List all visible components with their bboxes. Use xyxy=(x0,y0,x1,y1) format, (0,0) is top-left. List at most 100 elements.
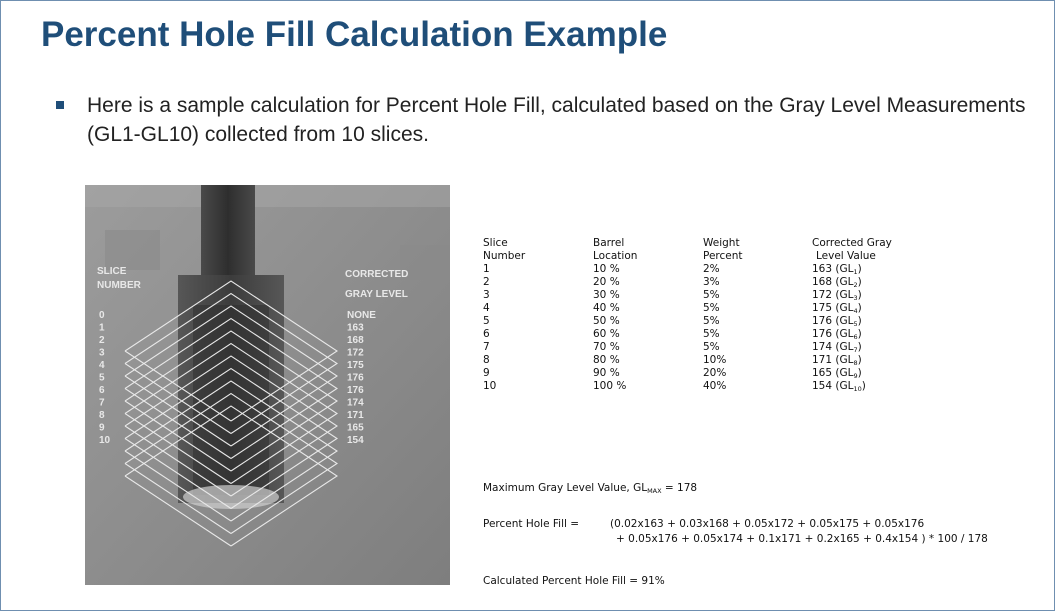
cell-weight: 3% xyxy=(703,276,720,288)
cell-slice: 9 xyxy=(483,367,490,379)
slice-chevron-edge xyxy=(124,450,232,522)
cell-weight: 10% xyxy=(703,354,727,366)
max-gl-sub: MAX xyxy=(647,487,662,495)
slice-chevron-edge xyxy=(124,475,232,547)
cell-gray-value: 175 (GL4) xyxy=(812,302,862,315)
slice-number: 10 xyxy=(99,435,111,446)
cell-gray-value: 165 (GL9) xyxy=(812,367,862,380)
slice-chevron-edge xyxy=(124,400,232,472)
slide-title: Percent Hole Fill Calculation Example xyxy=(41,15,668,54)
slice-chevron xyxy=(124,280,338,422)
slice-chevron xyxy=(124,405,338,547)
gray-level-value: 171 xyxy=(347,410,364,421)
header-barrel: Barrel xyxy=(593,237,625,249)
slice-number: 3 xyxy=(99,348,105,359)
header-weight: Weight xyxy=(703,237,740,249)
cell-gray-value: 176 (GL5) xyxy=(812,315,862,328)
max-gl-value: = 178 xyxy=(661,482,698,494)
slice-chevron-edge xyxy=(124,350,232,422)
slice-chevron-edge xyxy=(124,388,232,459)
slice-number: 0 xyxy=(99,310,105,321)
top-band xyxy=(85,185,450,207)
slice-chevron xyxy=(124,305,338,447)
cell-location: 100 % xyxy=(593,380,627,392)
slice-chevron xyxy=(124,330,338,472)
slice-chevron xyxy=(124,367,338,509)
cell-slice: 6 xyxy=(483,328,490,340)
header-percent: Percent xyxy=(703,250,743,262)
gray-level-value: 172 xyxy=(347,348,364,359)
header-slice: Slice xyxy=(483,237,508,249)
gray-level-value: 175 xyxy=(347,360,364,371)
pad-shadow xyxy=(105,230,160,270)
cell-slice: 4 xyxy=(483,302,490,314)
cell-gray-value: 174 (GL7) xyxy=(812,341,862,354)
slice-chevron-edge xyxy=(124,463,232,534)
slice-chevron-edge xyxy=(124,413,232,484)
max-gray-level: Maximum Gray Level Value, GLMAX = 178 xyxy=(483,482,698,495)
gray-level-value: 165 xyxy=(347,423,364,434)
xray-svg: SLICE NUMBER CORRECTED GRAY LEVEL 012345… xyxy=(85,185,450,585)
slice-chevron xyxy=(124,380,338,522)
cell-gray-value: 172 (GL3) xyxy=(812,289,862,302)
cell-location: 50 % xyxy=(593,315,620,327)
cell-location: 80 % xyxy=(593,354,620,366)
cell-slice: 8 xyxy=(483,354,490,366)
slice-chevron xyxy=(124,317,338,459)
slice-chevron-edge xyxy=(124,438,232,509)
cell-weight: 5% xyxy=(703,289,720,301)
bullet-text: Here is a sample calculation for Percent… xyxy=(87,94,1026,146)
gray-level-value: 168 xyxy=(347,335,364,346)
cell-gray-value: 168 (GL2) xyxy=(812,276,862,289)
slice-chevrons xyxy=(124,280,338,547)
slice-number: 4 xyxy=(99,360,105,371)
formula-label: Percent Hole Fill = xyxy=(483,518,580,530)
slice-label-2: NUMBER xyxy=(97,280,142,291)
cell-weight: 20% xyxy=(703,367,727,379)
slice-chevron-edge xyxy=(124,363,232,434)
via-bottom xyxy=(183,485,279,509)
slice-number: 6 xyxy=(99,385,105,396)
header-number: Number xyxy=(483,250,526,262)
slice-chevron xyxy=(124,342,338,484)
cell-slice: 5 xyxy=(483,315,490,327)
cell-location: 90 % xyxy=(593,367,620,379)
gray-level-value: 154 xyxy=(347,435,364,446)
slice-label-1: SLICE xyxy=(97,266,127,277)
cell-weight: 40% xyxy=(703,380,727,392)
bullet-marker xyxy=(56,101,64,109)
formula-line-1: (0.02x163 + 0.03x168 + 0.05x172 + 0.05x1… xyxy=(610,518,925,530)
slice-chevron xyxy=(124,292,338,434)
gray-label-1: CORRECTED xyxy=(345,269,408,280)
gray-level-value: NONE xyxy=(347,310,376,321)
gray-label-2: GRAY LEVEL xyxy=(345,289,408,300)
slice-chevron-edge xyxy=(124,375,232,447)
header-level-value: Level Value xyxy=(816,250,876,262)
cell-weight: 5% xyxy=(703,341,720,353)
gray-level-value: 176 xyxy=(347,385,364,396)
cell-location: 60 % xyxy=(593,328,620,340)
cell-slice: 10 xyxy=(483,380,497,392)
header-corrected: Corrected Gray xyxy=(812,237,892,249)
cell-location: 40 % xyxy=(593,302,620,314)
cell-weight: 2% xyxy=(703,263,720,275)
slice-chevron xyxy=(124,355,338,497)
cell-location: 20 % xyxy=(593,276,620,288)
cell-slice: 7 xyxy=(483,341,490,353)
via-shaft xyxy=(201,185,255,290)
slice-chevron-edge xyxy=(124,425,232,497)
cell-weight: 5% xyxy=(703,302,720,314)
slice-chevron xyxy=(124,392,338,534)
gray-level-value: 163 xyxy=(347,323,364,334)
cell-location: 70 % xyxy=(593,341,620,353)
cell-weight: 5% xyxy=(703,328,720,340)
cell-gray-value: 171 (GL8) xyxy=(812,354,862,367)
slice-number: 5 xyxy=(99,373,105,384)
cell-gray-value: 176 (GL6) xyxy=(812,328,862,341)
formula-line-2: + 0.05x176 + 0.05x174 + 0.1x171 + 0.2x16… xyxy=(616,533,988,545)
slice-number: 8 xyxy=(99,410,105,421)
cell-slice: 2 xyxy=(483,276,490,288)
cell-gray-value: 154 (GL10) xyxy=(812,380,866,393)
